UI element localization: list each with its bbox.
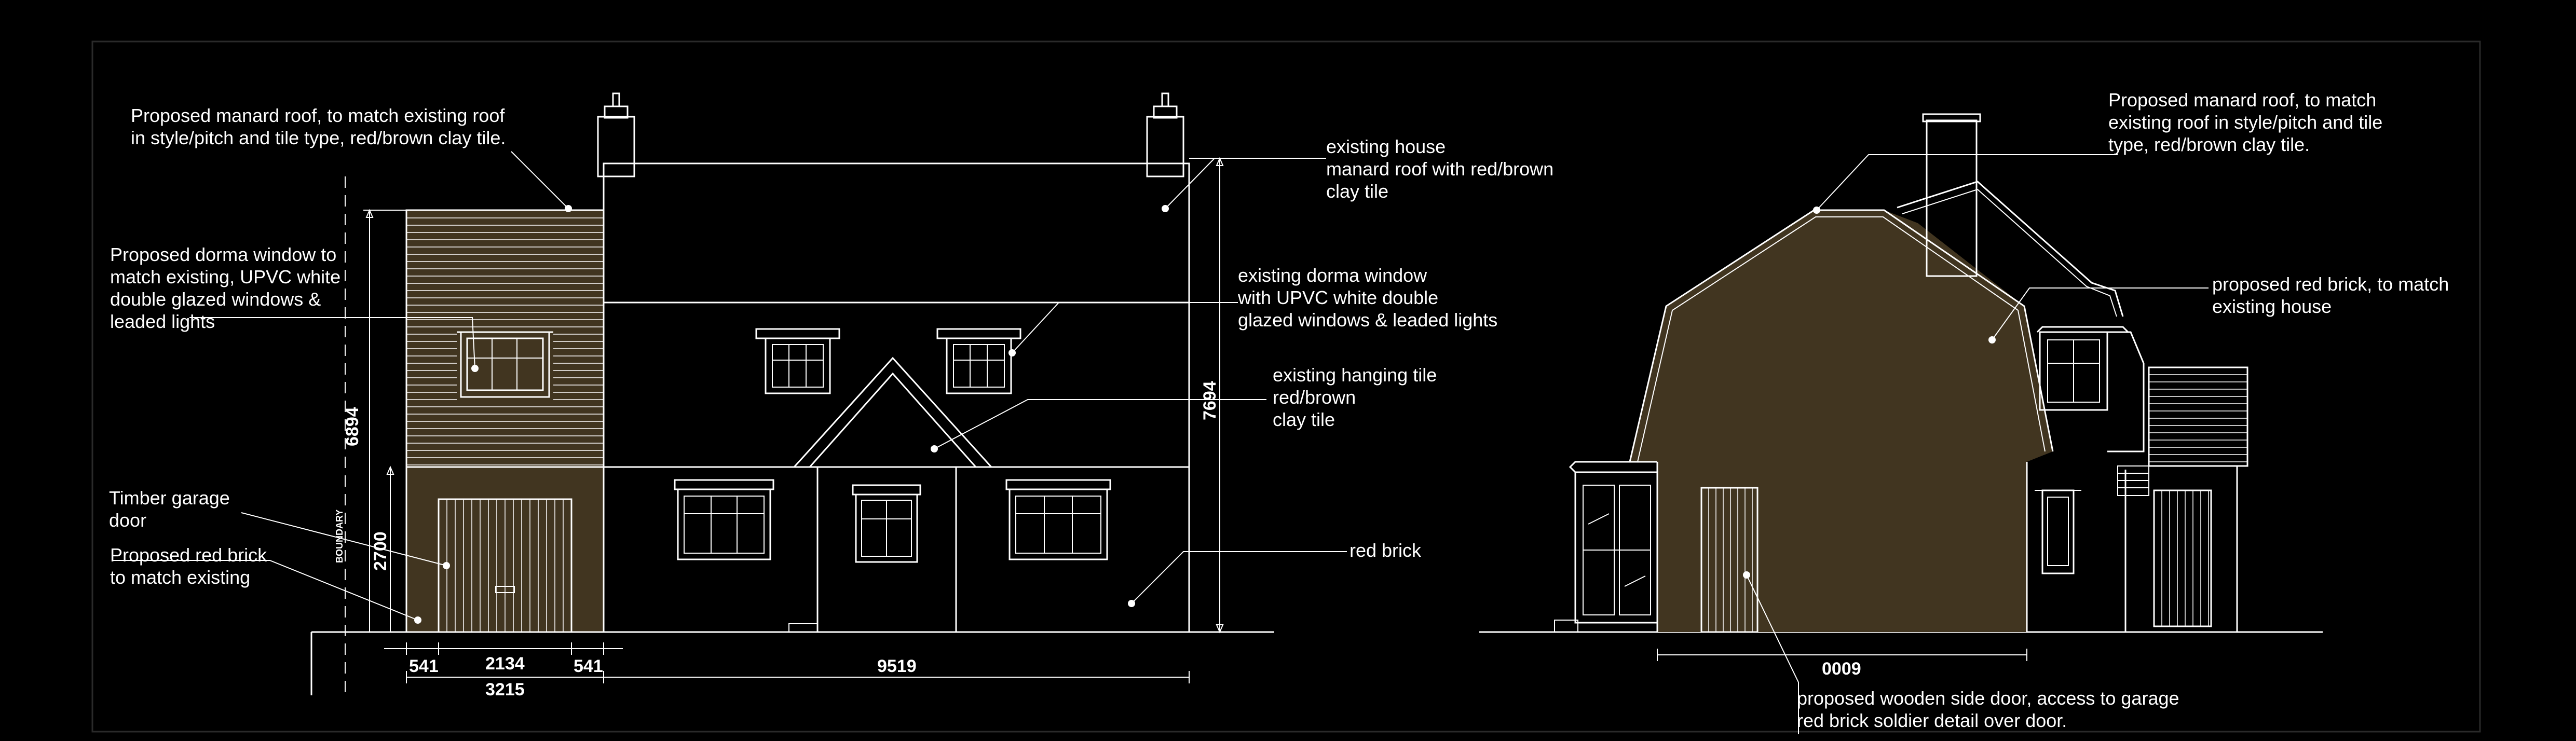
ground-window-centre (852, 484, 921, 563)
dim-garage-height: 2700 (371, 531, 390, 571)
note-dorma-window: Proposed dorma window to match existing,… (110, 244, 346, 332)
side-elevation: 0009 Proposed manard roof, to match exis… (1479, 89, 2454, 734)
front-step (788, 623, 818, 633)
dim-garage-width: 2134 (485, 654, 525, 674)
sheet-border (91, 40, 2481, 733)
leader-manard-roof (511, 151, 569, 209)
leader-side-door (1746, 574, 1799, 734)
leader-hanging-tile (934, 399, 1266, 449)
dim-house-width: 9519 (877, 656, 917, 676)
note-red-brick: Proposed red brick to match existing (110, 544, 272, 588)
leader-side-red-brick (1992, 287, 2209, 340)
existing-dorma-window-right (936, 328, 1021, 394)
dim-left-offset: 541 (409, 656, 439, 676)
dim-house-height: 7694 (1200, 381, 1220, 420)
side-dorma (2036, 326, 2145, 452)
leader-garage-door (241, 512, 447, 566)
existing-dorma-window-left (755, 328, 840, 394)
rear-roof-slope (1897, 181, 2124, 317)
gambrel-body (1630, 210, 2053, 632)
wooden-side-door (1700, 487, 1759, 633)
dim-right-offset: 541 (574, 656, 603, 676)
timber-garage-door (438, 498, 573, 633)
front-gable (793, 356, 992, 632)
dim-extension-width: 3215 (485, 680, 525, 699)
leader-red-brick (112, 560, 418, 621)
hanging-tile-courses (406, 217, 604, 465)
ground-window-right (1005, 479, 1111, 560)
note-existing-red-brick: red brick (1350, 540, 1422, 561)
note-side-red-brick: proposed red brick, to match existing ho… (2212, 273, 2454, 317)
ground-window-left (674, 479, 774, 560)
note-side-manard-roof: Proposed manard roof, to match existing … (2108, 89, 2388, 155)
leader-existing-house (1165, 158, 1326, 209)
dim-extension-height: 6894 (343, 407, 362, 446)
gambrel-roof-outline (1629, 209, 2054, 462)
note-manard-roof: Proposed manard roof, to match existing … (131, 105, 510, 148)
front-elevation: BOUNDARY (109, 92, 1559, 699)
right-chimney (1146, 92, 1184, 177)
note-existing-dorma: existing dorma window with UPVC white do… (1237, 265, 1497, 331)
note-garage-door: Timber garage door (109, 487, 235, 531)
boundary-label: BOUNDARY (334, 510, 345, 563)
proposed-dorma-window (457, 331, 553, 398)
leader-existing-dorma (1012, 302, 1238, 353)
side-window (2035, 489, 2081, 574)
right-lean-to (2117, 366, 2248, 632)
left-chimney (597, 92, 635, 177)
note-existing-house: existing house manard roof with red/brow… (1326, 136, 1559, 202)
leader-side-manard-roof (1816, 154, 2118, 211)
note-hanging-tile: existing hanging tile red/brown clay til… (1273, 364, 1442, 430)
gambrel-roof-inner (1637, 216, 2046, 462)
leader-dorma (189, 317, 475, 369)
note-side-door: proposed wooden side door, access to gar… (1797, 688, 2185, 731)
left-porch (1554, 461, 1658, 633)
leader-existing-red-brick (1131, 551, 1347, 604)
dim-depth: 0009 (1822, 659, 1861, 679)
